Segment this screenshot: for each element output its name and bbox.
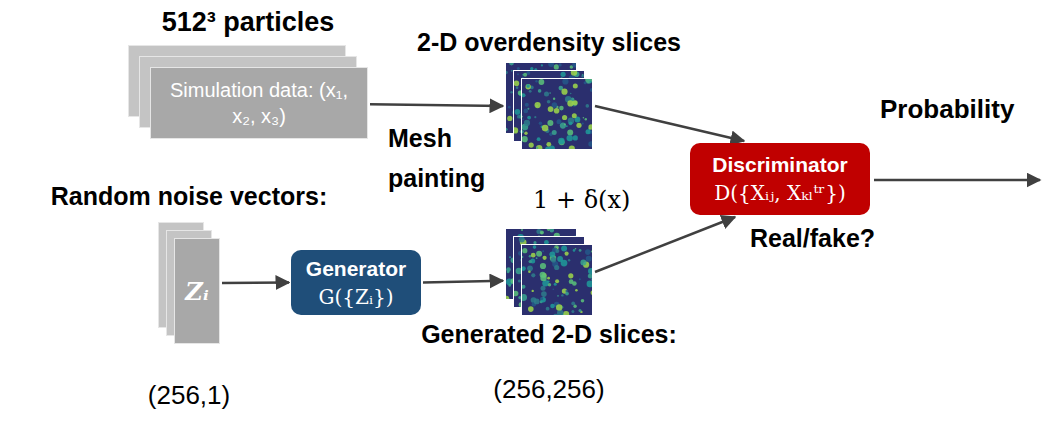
slice-texture [522,79,593,150]
edge-label: Mesh painting [388,118,500,198]
stack-heading: 512³ particles [162,7,335,38]
data-stack: ZᵢRandom noise vectors:(256,1) [158,222,220,344]
slice-stack: 2-D overdensity slices [505,62,593,150]
slice-stack: Generated 2-D slices:(256,256) [505,228,593,316]
stack-heading: 2-D overdensity slices [417,28,681,57]
stack-heading: Random noise vectors: [51,182,327,211]
output-arrow [874,179,1040,182]
process-box: GeneratorG({Zᵢ}) [291,250,421,315]
box-title: Discriminator [712,151,847,179]
shape-label: (256,1) [148,380,230,411]
flow-arrow [222,281,289,284]
annotation: Probability [880,94,1014,125]
flow-arrow [370,104,503,106]
stack-card: Simulation data: (x₁, x₂, x₃) [150,67,368,139]
box-formula: D({Xᵢⱼ, Xₖₗᵗʳ}) [714,179,846,207]
flow-arrow [423,281,503,283]
noise-symbol: Zᵢ [185,277,208,306]
card-text: Simulation data: (x₁, x₂, x₃) [169,77,349,129]
box-formula: G({Zᵢ}) [319,283,394,311]
annotation: Real/fake? [750,224,875,253]
process-box: DiscriminatorD({Xᵢⱼ, Xₖₗᵗʳ}) [690,143,870,215]
shape-label: (256,256) [493,374,604,405]
slice-texture [522,245,593,316]
flow-arrow [595,106,744,141]
slice-image [521,244,593,316]
stack-heading: Generated 2-D slices: [421,320,677,349]
box-title: Generator [306,255,406,283]
stack-card: Zᵢ [174,238,220,344]
slice-image [521,78,593,150]
data-stack: Simulation data: (x₁, x₂, x₃)512³ partic… [128,45,368,139]
math-label: 1 + δ(x) [533,186,630,214]
flow-arrow [595,217,735,272]
